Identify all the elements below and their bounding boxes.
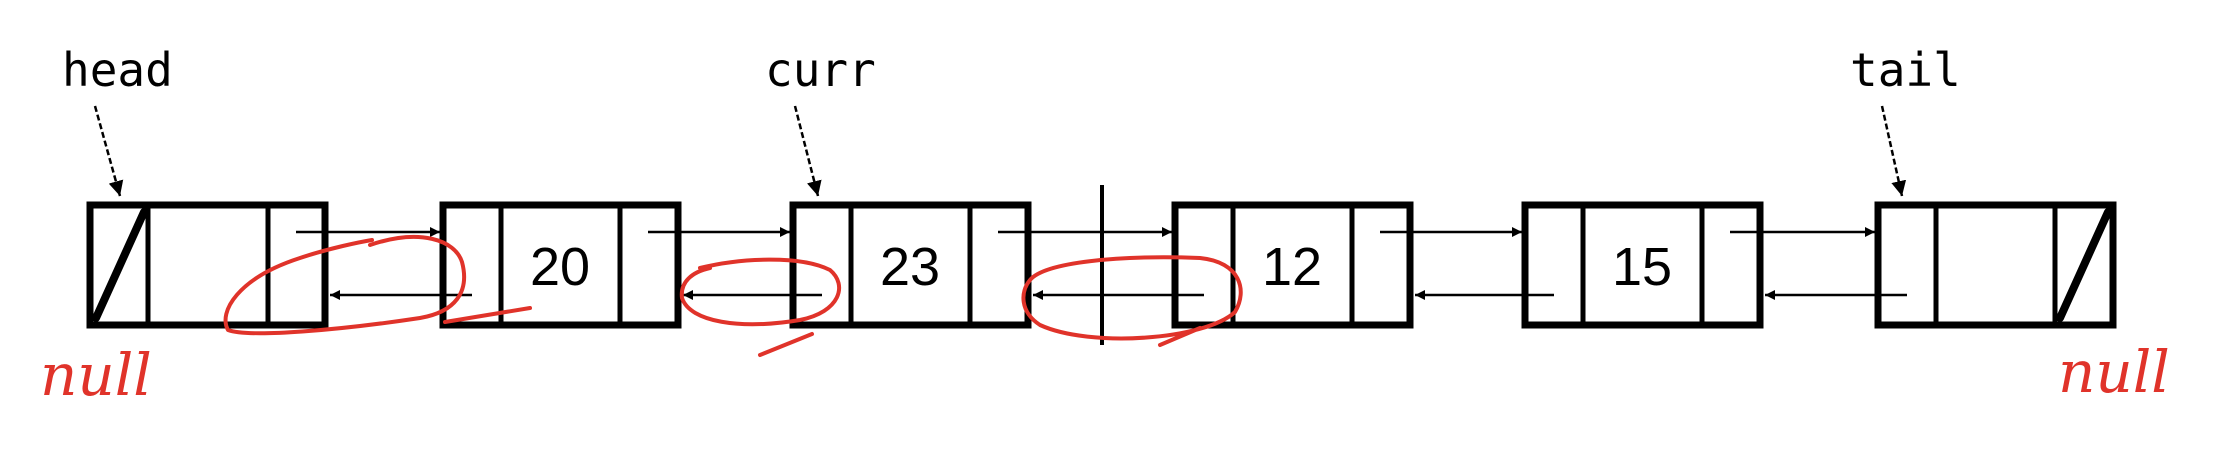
node-value: 23 <box>880 237 940 297</box>
tail-label: tail <box>1850 43 1961 97</box>
curr-label: curr <box>765 43 876 97</box>
node-value: 20 <box>530 237 590 297</box>
null-annotation-left: null <box>40 341 152 409</box>
hand-drawn-circle-3 <box>1021 255 1243 347</box>
list-node-tail <box>1874 201 2117 329</box>
list-node-12: 12 <box>1171 201 1414 329</box>
null-prev-slash <box>92 208 148 322</box>
head-label: head <box>62 43 173 97</box>
node-value: 12 <box>1262 237 1322 297</box>
hand-drawn-circle-2 <box>679 257 842 357</box>
list-node-head <box>86 201 329 329</box>
null-next-slash <box>2056 208 2112 322</box>
curr-pointer-arrow <box>793 105 822 197</box>
list-node-20: 20 <box>439 201 682 329</box>
hand-drawn-circle-1 <box>223 235 532 336</box>
head-pointer-arrow <box>93 105 124 197</box>
null-annotation-right: null <box>2058 338 2170 406</box>
tail-pointer-arrow <box>1880 105 1907 197</box>
list-node-23: 23 <box>789 201 1032 329</box>
list-node-15: 15 <box>1521 201 1764 329</box>
node-value: 15 <box>1612 237 1672 297</box>
